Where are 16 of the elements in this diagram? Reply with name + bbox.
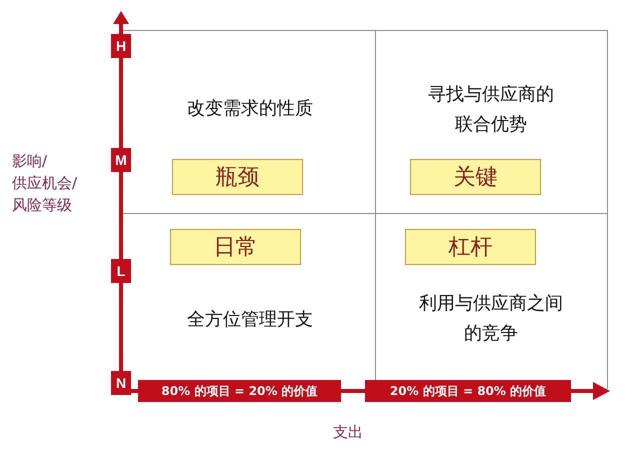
quadrant-strategy-text: 改变需求的性质 [186,97,314,121]
vertical-axis-title: 影响/供应机会/风险等级 [12,151,78,216]
axis-level-marker: N [111,371,131,395]
category-label: 瓶颈 [172,159,303,195]
category-label: 关键 [410,159,541,195]
category-label: 杠杆 [405,229,536,265]
quadrant-strategy-text: 寻找与供应商的联合优势 [427,83,555,137]
category-label: 日常 [170,229,301,265]
horizontal-axis-title: 支出 [333,422,363,443]
ratio-banner: 80% 的项目 = 20% 的价值 [138,380,341,402]
quadrant-strategy-text: 利用与供应商之间的竞争 [418,292,564,346]
quadrant-strategy-text: 全方位管理开支 [186,308,314,332]
axis-level-marker: L [111,259,131,283]
axis-level-marker: M [111,148,131,172]
axis-level-marker: H [111,34,131,58]
ratio-banner: 20% 的项目 = 80% 的价值 [365,380,571,402]
